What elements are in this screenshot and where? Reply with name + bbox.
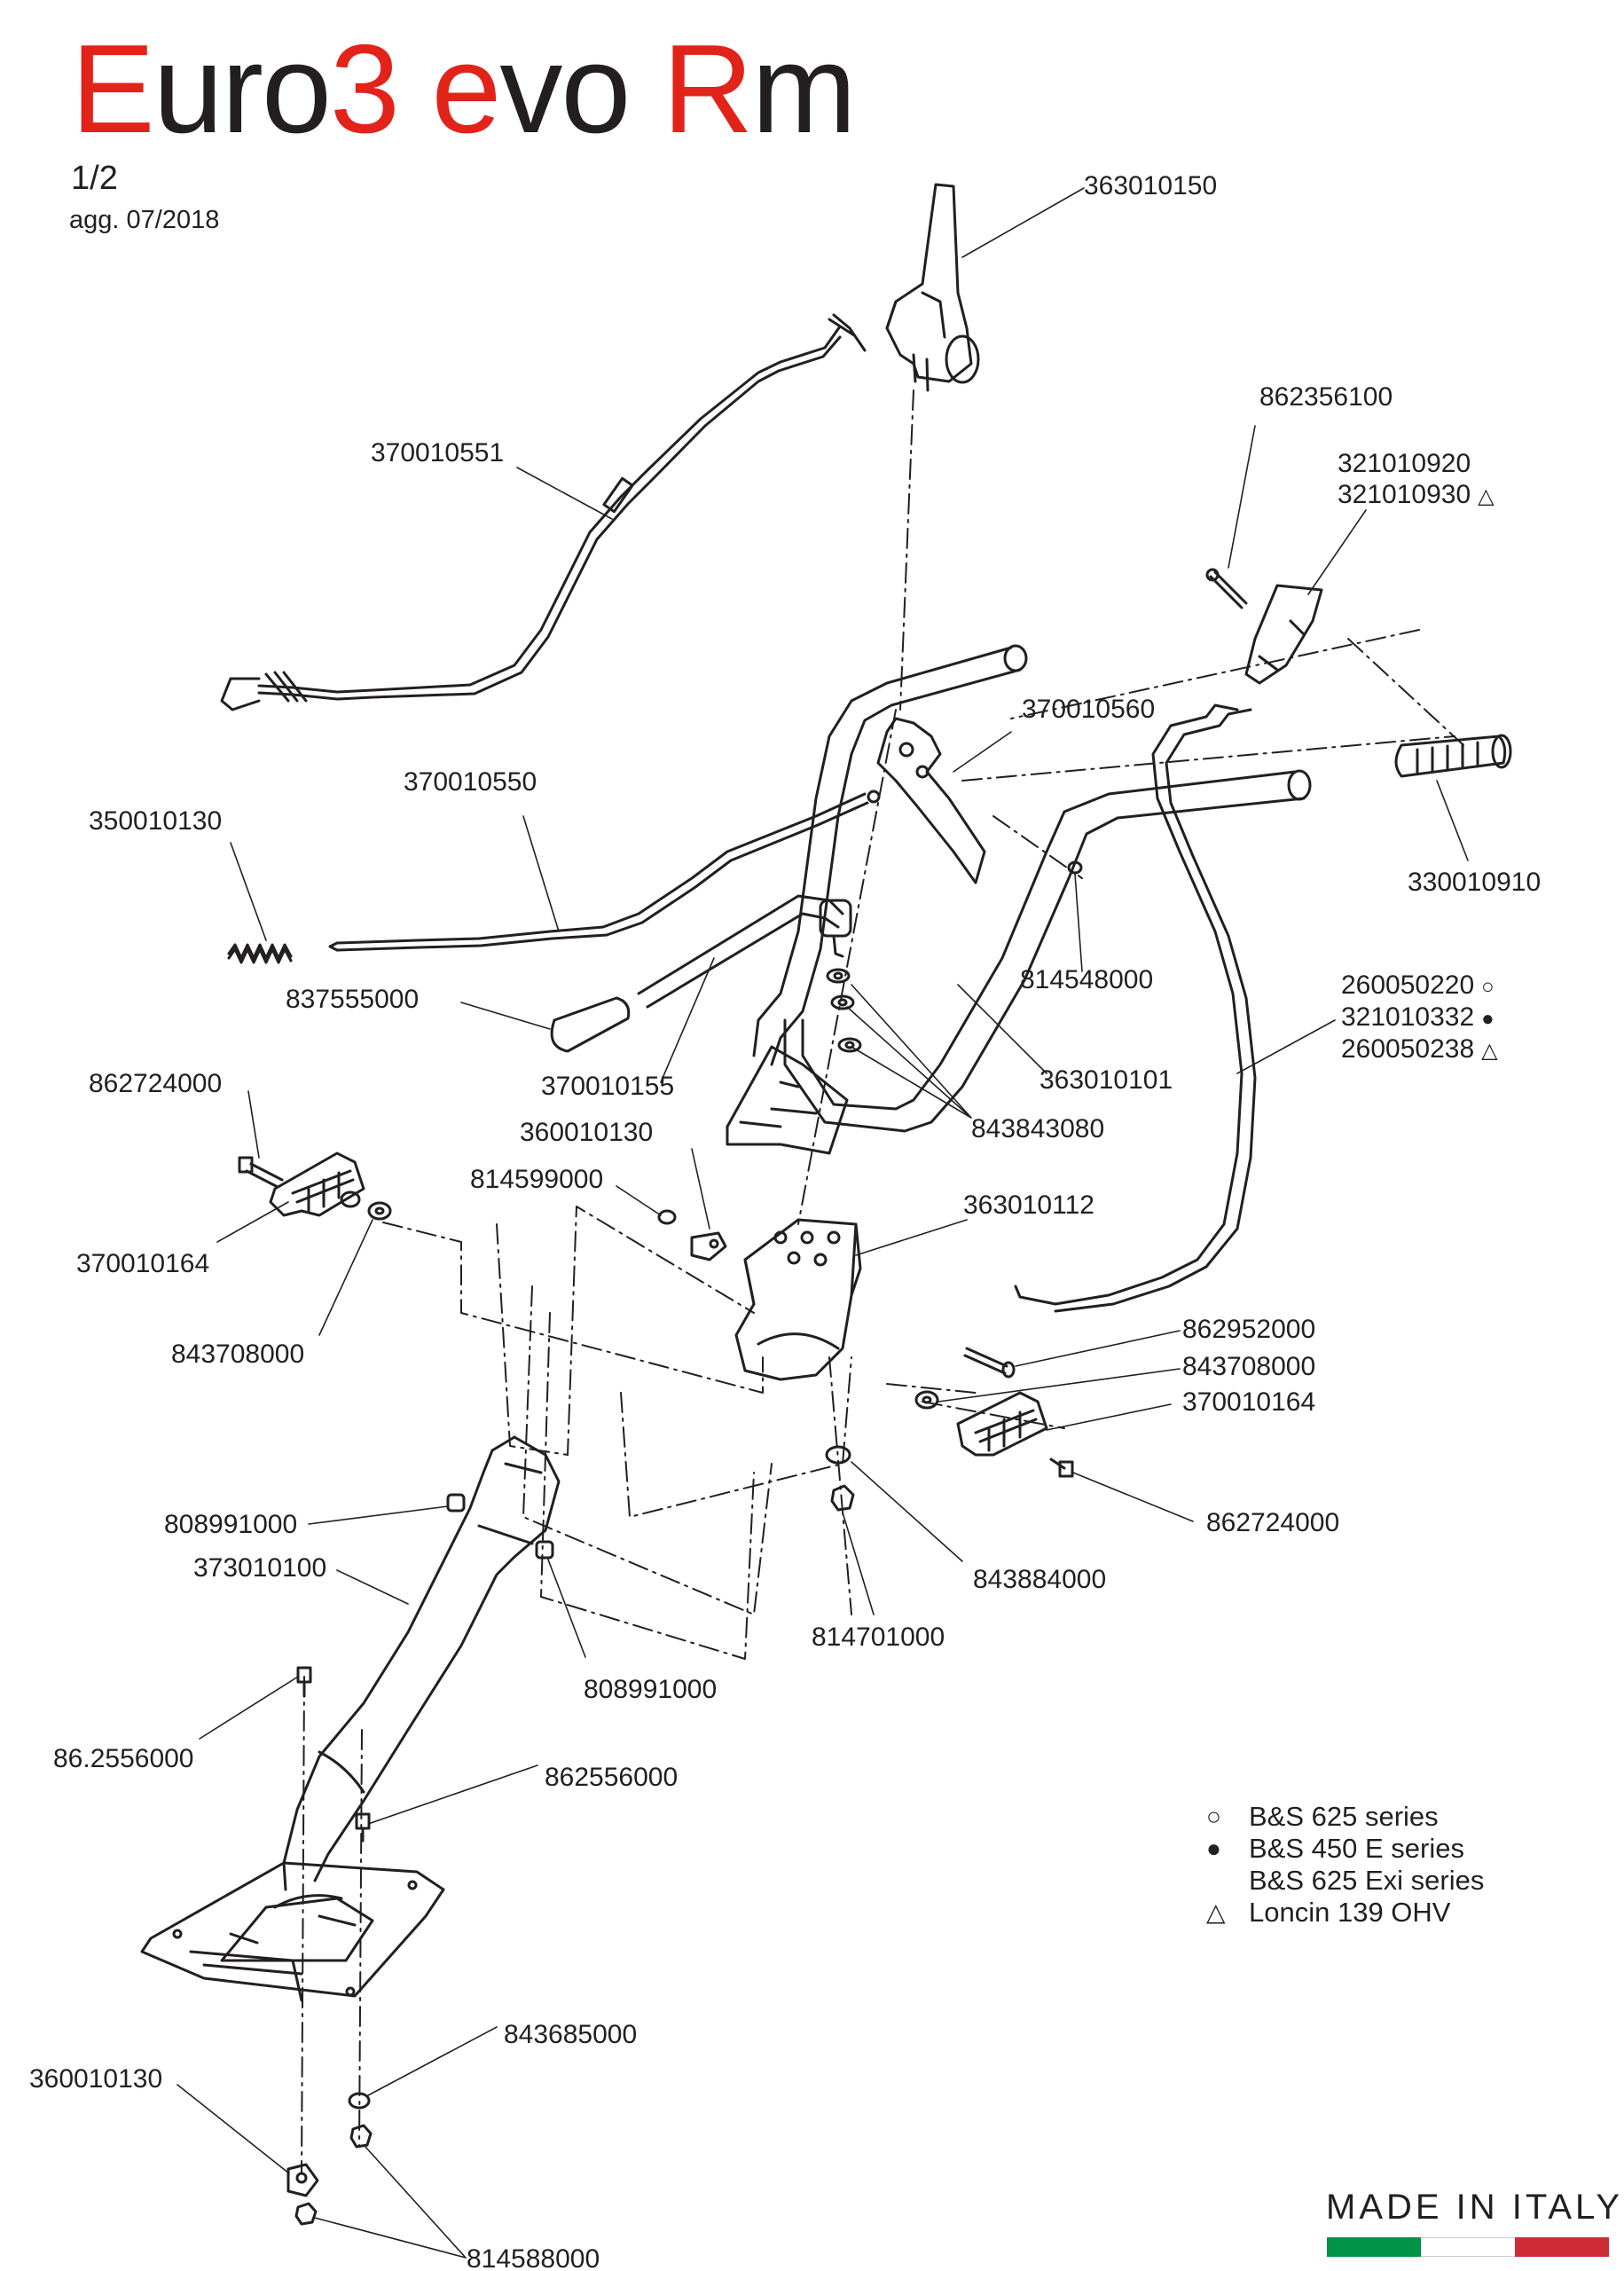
part-label: 808991000 <box>164 1510 298 1539</box>
part-label: 321010920 <box>1338 449 1471 478</box>
cable-370010550 <box>328 790 881 952</box>
washer-843884000 <box>825 1445 851 1465</box>
part-label: 330010910 <box>1408 868 1542 897</box>
clip-360010130-lower <box>286 2163 319 2197</box>
update-date: agg. 07/2018 <box>69 206 220 234</box>
bolt-86.2556000 <box>296 1666 312 1698</box>
lever-370010560 <box>876 717 986 884</box>
part-label: 814701000 <box>812 1623 945 1652</box>
knob-837555000 <box>550 996 631 1053</box>
part-label: 814548000 <box>1020 965 1154 994</box>
bolt-862952000 <box>963 1347 1016 1379</box>
legend-item: ●B&S 450 E series <box>1206 1833 1464 1864</box>
flag-green-stripe <box>1327 2237 1421 2257</box>
nut-814548000 <box>1067 860 1083 875</box>
washers-843843080 <box>826 968 862 1053</box>
part-label: 363010150 <box>1084 171 1218 200</box>
part-label: 370010155 <box>541 1072 675 1101</box>
pedal-370010164-right <box>956 1391 1048 1457</box>
bushing-808991000-right <box>535 1540 554 1560</box>
legend-item: △Loncin 139 OHV <box>1206 1897 1451 1928</box>
pedal-370010164-left <box>269 1151 365 1217</box>
screw-862724000-left <box>238 1156 284 1189</box>
part-label: 862556000 <box>545 1763 679 1792</box>
part-label: 350010130 <box>89 806 223 836</box>
bolt-862556000 <box>355 1812 371 1843</box>
nut-814701000 <box>830 1484 855 1512</box>
part-label: 363010112 <box>963 1191 1094 1220</box>
nut-814599000 <box>657 1209 677 1225</box>
part-label: 370010551 <box>371 438 505 468</box>
made-in-italy-mark: MADE IN ITALY <box>1326 2188 1624 2227</box>
part-label: 370010164 <box>1182 1387 1316 1417</box>
throttle-lever-321010920 <box>1205 568 1323 685</box>
part-label: 321010332● <box>1341 1002 1495 1032</box>
brake-lever-363010150 <box>885 183 980 392</box>
legend-item: ○B&S 625 series <box>1206 1801 1439 1832</box>
bushing-808991000-left <box>446 1493 466 1513</box>
sheet-number: 1/2 <box>71 160 118 197</box>
nut-814588000-right <box>349 2124 373 2149</box>
washer-843685000 <box>348 2092 371 2110</box>
part-label: 321010930△ <box>1338 480 1495 509</box>
part-label: 862952000 <box>1182 1315 1316 1344</box>
part-label: 862356100 <box>1259 382 1393 412</box>
part-label: 370010560 <box>1022 695 1156 724</box>
filled-circle-icon: ● <box>1206 1835 1221 1862</box>
assembly-axes <box>301 389 1464 2174</box>
italian-flag-bar <box>1327 2237 1609 2257</box>
screw-862724000-right <box>1049 1458 1074 1478</box>
clip-360010130-upper <box>690 1231 727 1261</box>
flag-red-stripe <box>1515 2237 1609 2257</box>
part-label: 360010130 <box>29 2064 163 2094</box>
part-label: 370010550 <box>404 767 537 797</box>
part-label: 808991000 <box>584 1675 718 1704</box>
washer-843708000-right <box>914 1390 939 1410</box>
part-label: 260050238△ <box>1341 1034 1498 1064</box>
base-plate <box>140 1861 445 2002</box>
page-title: Euro3 evo Rm <box>71 19 857 160</box>
engine-legend: ○B&S 625 series ●B&S 450 E series B&S 62… <box>1206 1801 1484 1929</box>
handle-grip-330010910 <box>1394 734 1512 778</box>
flag-white-stripe <box>1421 2237 1515 2257</box>
part-label: 843708000 <box>171 1340 305 1369</box>
part-label: 843685000 <box>504 2020 638 2049</box>
part-label: 862724000 <box>89 1069 223 1098</box>
part-label: 373010100 <box>193 1553 327 1583</box>
triangle-icon: △ <box>1206 1898 1226 1926</box>
open-circle-icon: ○ <box>1206 1803 1221 1830</box>
spring-350010130 <box>227 943 293 964</box>
part-label: 363010101 <box>1040 1065 1173 1095</box>
part-label: 814599000 <box>470 1165 604 1194</box>
part-label: 260050220○ <box>1341 970 1495 1000</box>
part-label: 360010130 <box>520 1118 654 1147</box>
part-label: 814588000 <box>467 2244 600 2271</box>
part-label: 837555000 <box>286 985 420 1014</box>
leader-lines <box>177 187 1469 2259</box>
part-label: 862724000 <box>1206 1508 1340 1537</box>
nut-814588000-left <box>294 2202 318 2226</box>
part-label: 86.2556000 <box>53 1744 194 1773</box>
part-label: 843708000 <box>1182 1352 1316 1381</box>
part-label: 843884000 <box>973 1565 1107 1594</box>
legend-item: B&S 625 Exi series <box>1249 1865 1485 1896</box>
washer-843708000-left <box>367 1201 392 1221</box>
bracket-363010112 <box>734 1218 862 1381</box>
cable-370010551 <box>220 313 867 711</box>
rod-370010155 <box>637 894 852 1009</box>
cable-321010332 <box>1014 703 1257 1313</box>
part-label: 370010164 <box>76 1249 210 1278</box>
column-373010100 <box>282 1435 561 1891</box>
part-label: 843843080 <box>971 1114 1105 1143</box>
